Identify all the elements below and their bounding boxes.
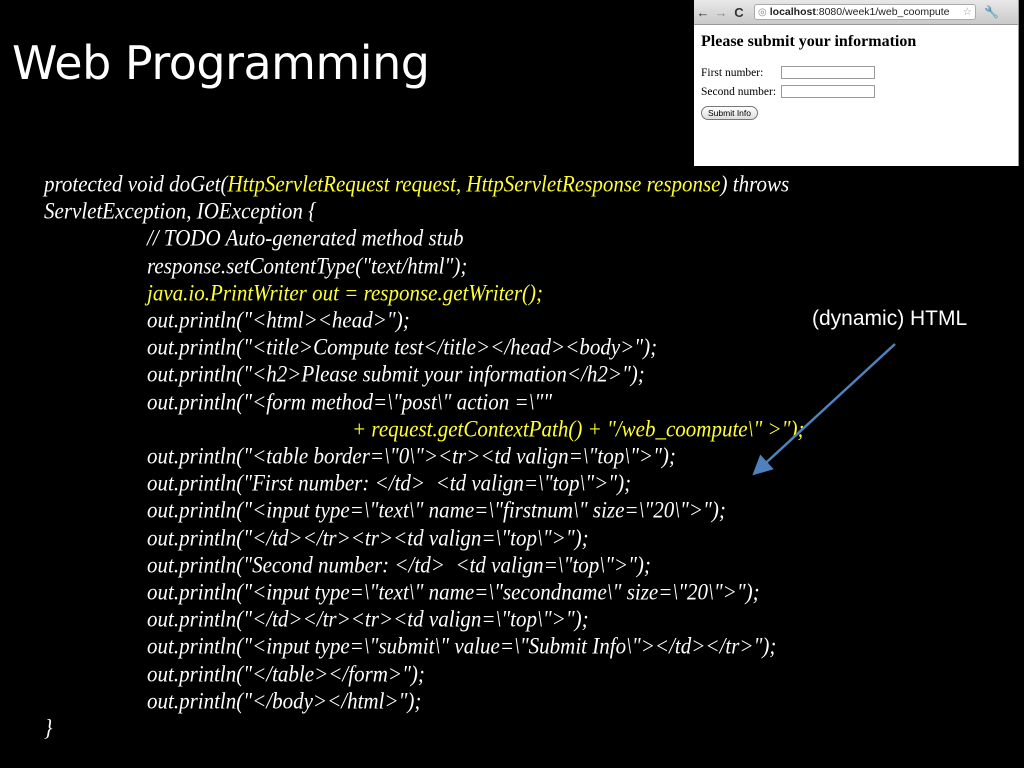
code-line: out.println("<input type=\"text\" name=\… (147, 578, 760, 607)
code-text: out.println("<table border=\"0\"><tr><td… (147, 443, 676, 469)
form-heading: Please submit your information (701, 33, 917, 50)
bookmark-star-icon[interactable]: ☆ (962, 6, 972, 18)
code-line: + request.getContextPath() + "/web_coomp… (352, 415, 805, 444)
highlighted-code: HttpServletRequest request, HttpServletR… (227, 171, 721, 197)
slide-title: Web Programming (12, 36, 430, 90)
code-text: response.setContentType("text/html"); (147, 252, 468, 279)
browser-screenshot: ← → C ◎ localhost :8080/week1/web_coompu… (694, 0, 1019, 166)
code-line: out.println("Second number: </td> <td va… (147, 551, 651, 580)
code-text: ) throws (720, 171, 790, 197)
highlighted-code: + request.getContextPath() + "/web_coomp… (352, 415, 805, 442)
forward-icon[interactable]: → (714, 4, 728, 20)
code-text: out.println("<input type=\"text\" name=\… (147, 579, 760, 605)
browser-toolbar: ← → C ◎ localhost :8080/week1/web_coompu… (694, 0, 1018, 25)
code-text: // TODO Auto-generated method stub (147, 225, 464, 252)
second-number-label: Second number: (701, 85, 777, 98)
highlighted-code: java.io.PrintWriter out = response.getWr… (147, 279, 544, 306)
code-text: protected void doGet( (44, 171, 228, 197)
code-line: out.println("<table border=\"0\"><tr><td… (147, 442, 676, 471)
code-text: out.println("First number: </td> <td val… (147, 470, 632, 497)
code-text: out.println("</table></form>"); (147, 660, 425, 687)
first-number-input[interactable] (781, 66, 875, 79)
second-number-input[interactable] (781, 85, 875, 98)
code-line: out.println("</table></form>"); (147, 660, 425, 689)
back-icon[interactable]: ← (696, 4, 710, 20)
code-text: } (44, 715, 53, 741)
code-line: java.io.PrintWriter out = response.getWr… (147, 279, 543, 308)
reload-icon[interactable]: C (734, 4, 744, 20)
url-path: :8080/week1/web_coompute (815, 6, 950, 18)
code-line: protected void doGet(HttpServletRequest … (44, 170, 789, 199)
code-line: out.println("<html><head>"); (147, 306, 410, 335)
code-text: ServletException, IOException { (44, 198, 317, 225)
code-line: out.println("</body></html>"); (147, 687, 421, 716)
code-line: out.println("<input type=\"submit\" valu… (147, 632, 776, 661)
code-text: out.println("<h2>Please submit your info… (147, 361, 645, 388)
code-text: out.println("<html><head>"); (147, 307, 410, 333)
code-line: } (44, 714, 52, 743)
wrench-icon[interactable]: 🔧 (984, 5, 999, 19)
code-line: out.println("First number: </td> <td val… (147, 469, 631, 498)
globe-icon: ◎ (758, 6, 767, 18)
code-line: out.println("<form method=\"post\" actio… (147, 388, 552, 417)
code-text: out.println("</td></tr><tr><td valign=\"… (147, 524, 589, 551)
code-line: response.setContentType("text/html"); (147, 252, 467, 281)
code-text: out.println("</body></html>"); (147, 687, 422, 714)
submit-info-button[interactable]: Submit Info (701, 106, 758, 120)
code-text: out.println("</td></tr><tr><td valign=\"… (147, 606, 589, 633)
code-line: out.println("</td></tr><tr><td valign=\"… (147, 524, 589, 553)
url-host: localhost (769, 6, 816, 18)
code-text: out.println("<input type=\"submit\" valu… (147, 633, 777, 660)
code-line: out.println("<input type=\"text\" name=\… (147, 496, 726, 525)
first-number-label: First number: (701, 66, 764, 79)
code-line: out.println("</td></tr><tr><td valign=\"… (147, 605, 589, 634)
code-text: out.println("<form method=\"post\" actio… (147, 388, 553, 415)
code-line: // TODO Auto-generated method stub (147, 224, 464, 253)
code-text: out.println("Second number: </td> <td va… (147, 551, 651, 578)
code-line: ServletException, IOException { (44, 197, 317, 226)
code-line: out.println("<title>Compute test</title>… (147, 333, 657, 362)
code-line: out.println("<h2>Please submit your info… (147, 360, 645, 389)
address-bar[interactable]: ◎ localhost :8080/week1/web_coompute ☆ (754, 4, 976, 20)
code-text: out.println("<input type=\"text\" name=\… (147, 497, 726, 524)
code-text: out.println("<title>Compute test</title>… (147, 334, 658, 361)
dynamic-html-annotation: (dynamic) HTML (812, 307, 968, 330)
